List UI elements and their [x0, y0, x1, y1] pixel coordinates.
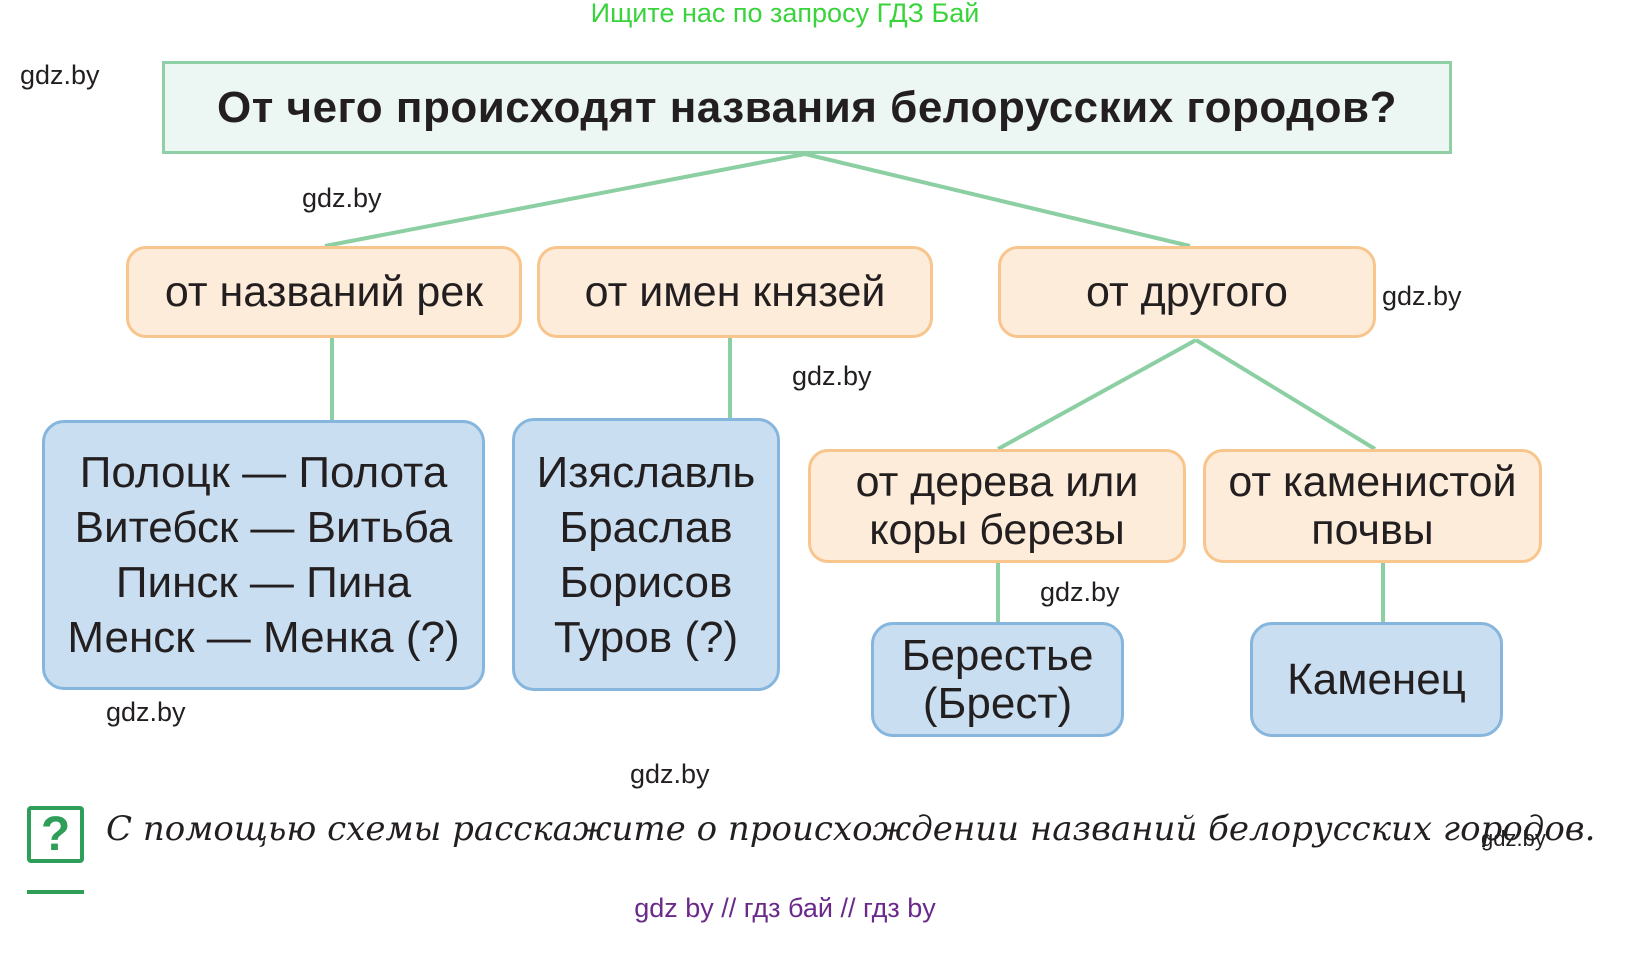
watermark: gdz.by — [302, 183, 382, 213]
subcategory-tree: от дерева или коры березы — [808, 449, 1186, 563]
example-city: Каменец — [1287, 655, 1466, 704]
example-city: Витебск — Витьба — [74, 503, 453, 552]
connector-other-tree — [997, 338, 1197, 451]
example-city: Туров (?) — [553, 612, 739, 662]
watermark: gdz.by — [1382, 281, 1462, 311]
footer-note: gdz by // гдз бай // гдз by — [634, 893, 936, 923]
examples-princes: Изяславль Браслав Борисов Туров (?) — [512, 418, 780, 691]
examples-rivers: Полоцк — Полота Витебск — Витьба Пинск —… — [42, 420, 485, 690]
example-city: Изяславль — [536, 447, 756, 497]
header-note: Ищите нас по запросу ГДЗ Бай — [590, 0, 980, 28]
example-city: Браслав — [559, 502, 733, 552]
watermark: gdz.by — [106, 697, 186, 727]
watermark: gdz.by — [1040, 577, 1120, 607]
example-city: Полоцк — Полота — [79, 448, 448, 497]
example-city: Пинск — Пина — [115, 558, 412, 607]
example-city: (Брест) — [922, 678, 1073, 728]
subcategory-stone-label: от каменистой почвы — [1228, 458, 1517, 554]
connector-other-stone — [1194, 338, 1377, 451]
connector-title-rivers — [324, 152, 806, 248]
connector-title-other — [804, 152, 1191, 248]
category-rivers-label: от названий рек — [164, 268, 484, 316]
task-text: С помощью схемы расскажите о происхожден… — [106, 809, 1596, 849]
category-other-label: от другого — [1086, 268, 1288, 316]
category-rivers: от названий рек — [126, 246, 522, 338]
example-city: Берестье — [901, 630, 1094, 680]
subcategory-stone: от каменистой почвы — [1203, 449, 1542, 563]
watermark: gdz.by — [1481, 826, 1546, 851]
question-icon-underline — [27, 890, 84, 894]
watermark: gdz.by — [20, 60, 100, 90]
category-princes: от имен князей — [537, 246, 933, 338]
diagram-title: От чего происходят названия белорусских … — [217, 82, 1397, 132]
category-princes-label: от имен князей — [584, 268, 886, 316]
category-other: от другого — [998, 246, 1376, 338]
title-box: От чего происходят названия белорусских … — [162, 61, 1452, 154]
example-city: Борисов — [559, 557, 733, 607]
watermark: gdz.by — [630, 759, 710, 789]
examples-stone: Каменец — [1250, 622, 1503, 737]
examples-tree: Берестье (Брест) — [871, 622, 1124, 737]
example-city: Менск — Менка (?) — [67, 613, 460, 662]
question-icon: ? — [27, 806, 84, 863]
subcategory-tree-label: от дерева или коры березы — [855, 458, 1139, 554]
watermark: gdz.by — [792, 361, 872, 391]
